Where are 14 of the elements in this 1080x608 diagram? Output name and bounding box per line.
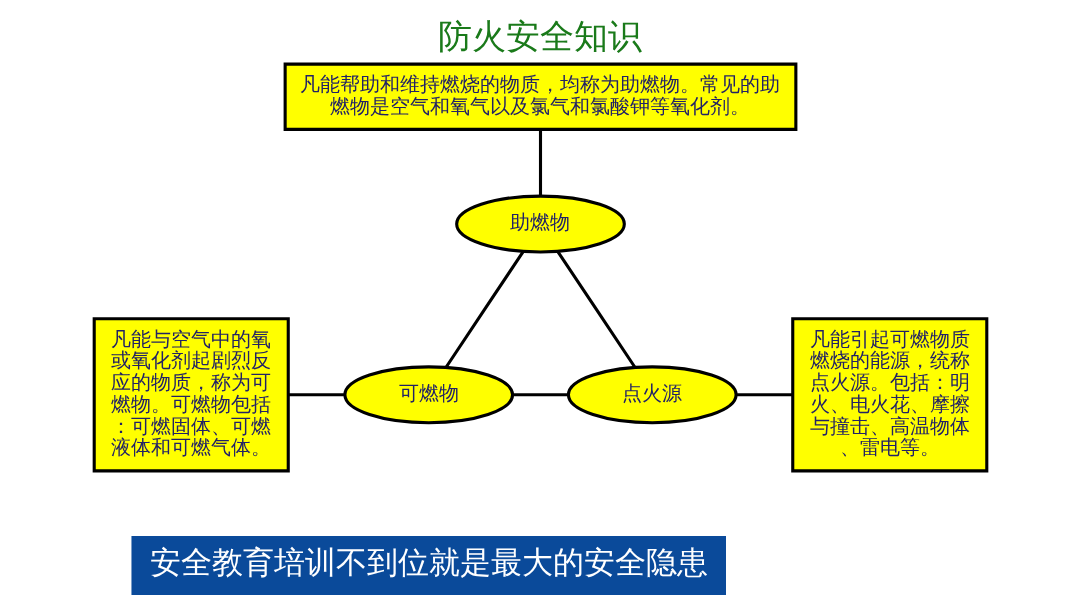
node-ellipse: 助燃物 bbox=[454, 194, 626, 254]
connector bbox=[556, 250, 636, 369]
diagram-title: 防火安全知识 bbox=[438, 16, 642, 57]
node-ellipse: 可燃物 bbox=[342, 365, 514, 425]
connector bbox=[288, 393, 344, 397]
node-box: 凡能与空气中的氧或氧化剂起剧烈反应的物质，称为可燃物。可燃物包括：可燃固体、可燃液体和可燃气体。 bbox=[92, 317, 290, 473]
connector bbox=[444, 250, 524, 369]
node-ellipse: 点火源 bbox=[566, 365, 738, 425]
node-box: 凡能帮助和维持燃烧的物质，均称为助燃物。常见的助燃物是空气和氧气以及氯气和氯酸钾等氧化剂。 bbox=[283, 62, 797, 131]
connector bbox=[538, 129, 542, 196]
caption: 安全教育培训不到位就是最大的安全隐患 bbox=[149, 544, 708, 581]
connector bbox=[512, 393, 568, 397]
node-box: 凡能引起可燃物质燃烧的能源，统称点火源。包括：明火、电火花、摩擦与撞击、高温物体、雷电等。 bbox=[790, 317, 988, 473]
connector bbox=[735, 393, 793, 397]
